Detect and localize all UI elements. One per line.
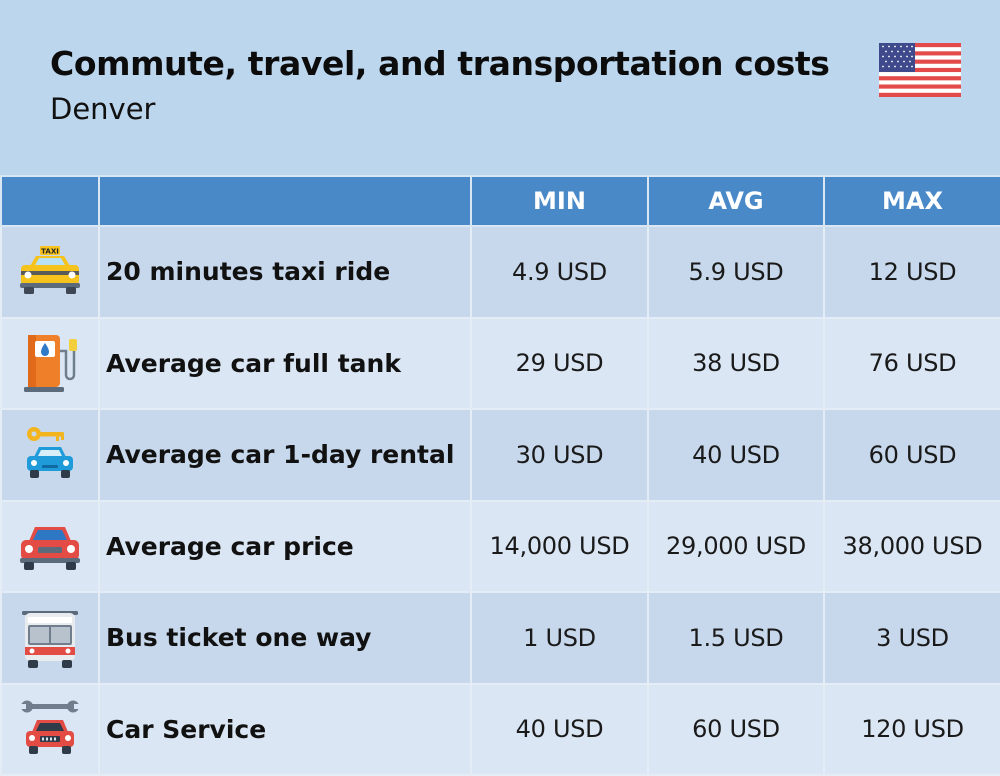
row-min: 30 USD xyxy=(470,408,649,502)
row-avg: 29,000 USD xyxy=(647,499,825,593)
page-title: Commute, travel, and transportation cost… xyxy=(50,44,830,83)
car-service-wrench-icon xyxy=(20,700,80,755)
us-flag-icon xyxy=(879,43,961,97)
table-row: Average car 1-day rental 30 USD 40 USD 6… xyxy=(0,408,1000,502)
row-max: 38,000 USD xyxy=(823,499,1000,593)
row-max: 12 USD xyxy=(823,225,1000,319)
row-min: 1 USD xyxy=(470,591,649,685)
row-label: Average car 1-day rental xyxy=(98,408,472,502)
page-header: Commute, travel, and transportation cost… xyxy=(0,0,1000,175)
row-max: 76 USD xyxy=(823,316,1000,410)
row-min: 29 USD xyxy=(470,316,649,410)
row-avg: 38 USD xyxy=(647,316,825,410)
row-avg: 60 USD xyxy=(647,682,825,776)
table-row: Average car price 14,000 USD 29,000 USD … xyxy=(0,499,1000,593)
taxi-icon: TAXI xyxy=(20,245,80,294)
header-label-column xyxy=(98,175,472,227)
table-row: Average car full tank 29 USD 38 USD 76 U… xyxy=(0,316,1000,410)
fuel-pump-icon xyxy=(24,335,77,393)
row-label: 20 minutes taxi ride xyxy=(98,225,472,319)
row-icon-cell xyxy=(0,408,100,502)
row-avg: 1.5 USD xyxy=(647,591,825,685)
row-avg: 5.9 USD xyxy=(647,225,825,319)
bus-icon xyxy=(22,610,78,668)
header-icon-column xyxy=(0,175,100,227)
row-label: Average car full tank xyxy=(98,316,472,410)
header-max: MAX xyxy=(823,175,1000,227)
car-icon xyxy=(20,527,80,571)
row-icon-cell: TAXI xyxy=(0,225,100,319)
row-icon-cell xyxy=(0,316,100,410)
table-row: TAXI 20 minutes taxi ride 4.9 USD 5.9 US… xyxy=(0,225,1000,319)
row-avg: 40 USD xyxy=(647,408,825,502)
table-row: Car Service 40 USD 60 USD 120 USD xyxy=(0,682,1000,776)
row-label: Bus ticket one way xyxy=(98,591,472,685)
row-min: 14,000 USD xyxy=(470,499,649,593)
table-row: Bus ticket one way 1 USD 1.5 USD 3 USD xyxy=(0,591,1000,685)
city-name: Denver xyxy=(50,92,156,126)
row-icon-cell xyxy=(0,499,100,593)
row-min: 40 USD xyxy=(470,682,649,776)
row-icon-cell xyxy=(0,591,100,685)
row-max: 3 USD xyxy=(823,591,1000,685)
row-min: 4.9 USD xyxy=(470,225,649,319)
car-rental-key-icon xyxy=(27,426,73,478)
row-max: 60 USD xyxy=(823,408,1000,502)
header-min: MIN xyxy=(470,175,649,227)
header-avg: AVG xyxy=(647,175,825,227)
row-label: Car Service xyxy=(98,682,472,776)
taxi-sign-text: TAXI xyxy=(41,247,59,255)
costs-table: MIN AVG MAX TAXI xyxy=(0,175,1000,776)
table-header-row: MIN AVG MAX xyxy=(0,175,1000,227)
row-label: Average car price xyxy=(98,499,472,593)
row-icon-cell xyxy=(0,682,100,776)
row-max: 120 USD xyxy=(823,682,1000,776)
